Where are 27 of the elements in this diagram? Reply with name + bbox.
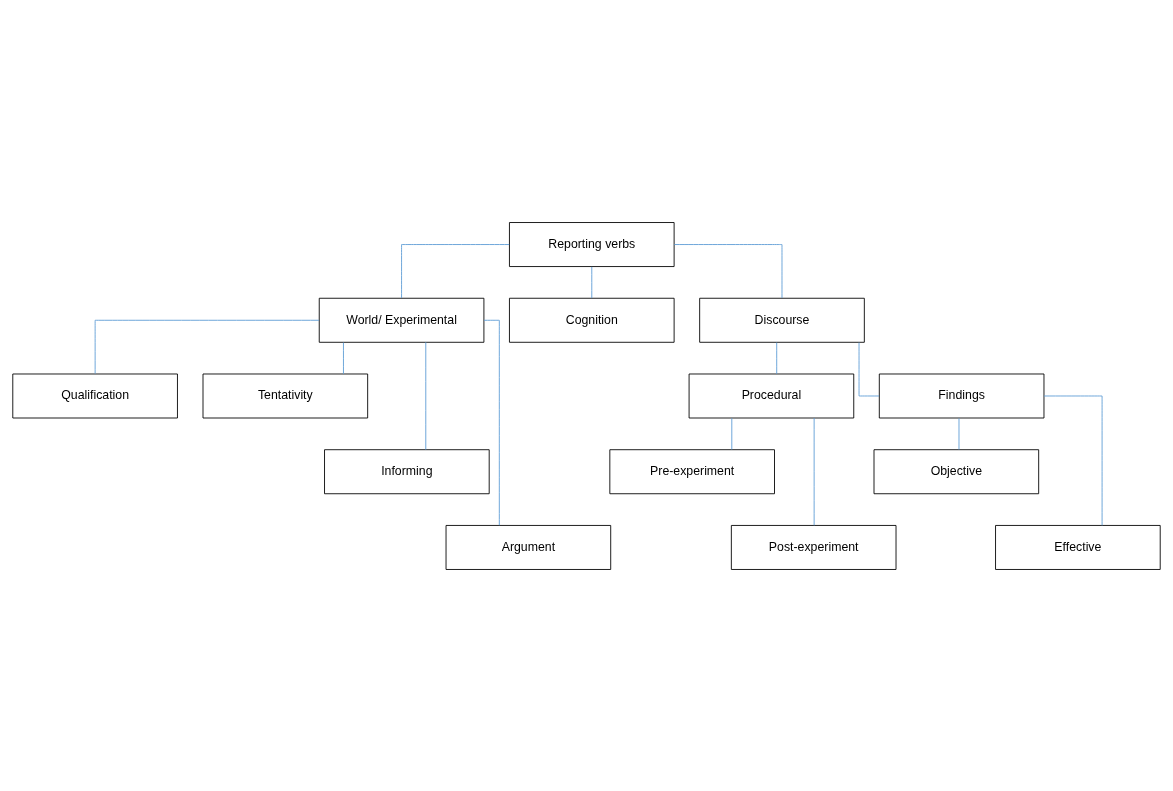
node-box: Post-experiment [730,524,897,570]
connector [94,319,320,374]
connector [813,417,815,526]
connector [591,265,593,299]
node-box: Tentativity [202,373,369,418]
connector [425,341,427,450]
connector [958,417,960,450]
node-box: Findings [878,373,1045,418]
node-box: Effective [995,524,1161,570]
connector [673,243,783,298]
node-box: Reporting verbs [509,221,675,267]
node-box: Objective [873,448,1040,494]
connector [1043,395,1103,526]
connector [776,341,778,374]
node-box: Qualification [12,373,178,418]
connector [731,417,733,450]
connector [858,341,880,396]
node-box: Discourse [699,297,865,343]
node-box: World/ Experimental [318,297,485,343]
node-box: Argument [445,524,612,570]
connector [401,243,510,298]
node-box: Procedural [688,373,855,418]
node-box: Cognition [509,297,675,343]
connector [343,341,344,374]
connector [483,319,500,526]
node-box: Informing [324,448,490,494]
node-box: Pre-experiment [609,448,775,494]
